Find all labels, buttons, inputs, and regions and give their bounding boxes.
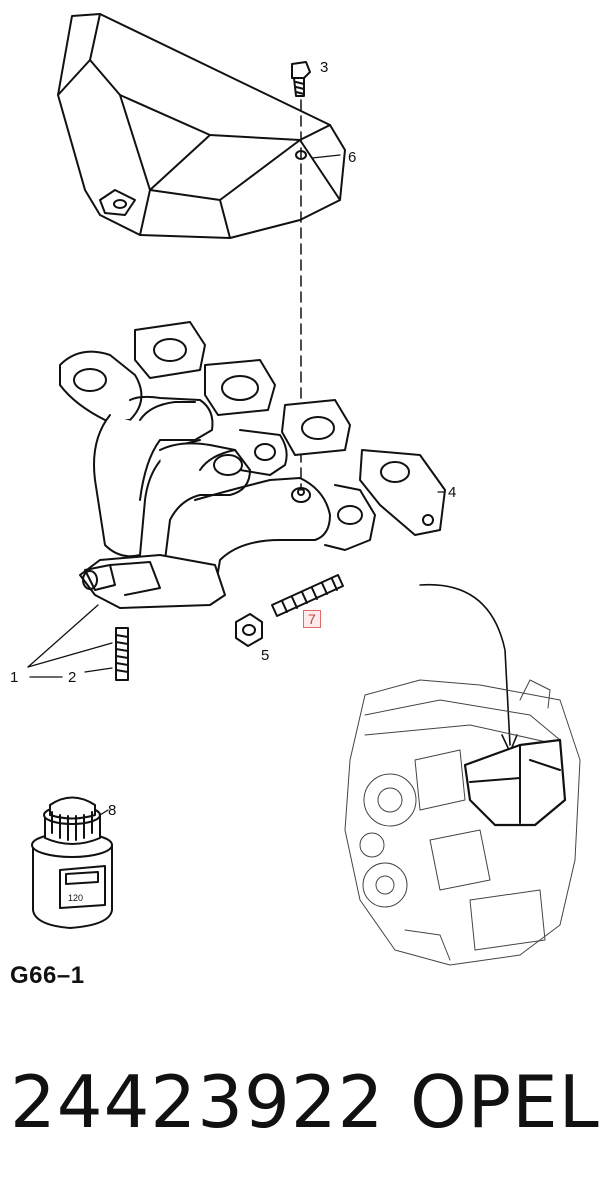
stud-2	[115, 627, 129, 681]
figure-code: G66–1	[10, 962, 85, 989]
callout-8: 8	[108, 802, 117, 819]
callout-4: 4	[448, 484, 457, 501]
sealant-can	[31, 796, 113, 929]
nut	[235, 613, 263, 647]
callout-2: 2	[68, 669, 77, 686]
callout-7: 7	[303, 610, 321, 628]
sealant-label: 120	[68, 893, 83, 903]
part-number: 24423922	[10, 1060, 385, 1144]
brand-name: OPEL	[410, 1060, 600, 1144]
exploded-parts-diagram: 120	[27, 13, 581, 966]
engine-sketch	[344, 679, 581, 966]
heat-shield	[57, 13, 346, 239]
callout-1: 1	[10, 669, 19, 686]
callout-6: 6	[348, 149, 357, 166]
exhaust-manifold	[59, 321, 446, 609]
bolt	[291, 61, 311, 97]
stud-7	[271, 574, 344, 617]
callout-5: 5	[261, 647, 270, 664]
callout-3: 3	[320, 59, 329, 76]
